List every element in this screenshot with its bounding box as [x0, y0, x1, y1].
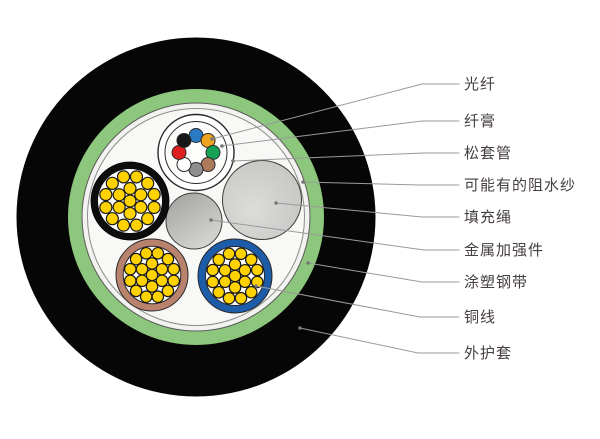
strength-member-circle — [165, 192, 223, 250]
copper-wires-dot — [112, 188, 126, 202]
leader-endpoint-dot — [209, 218, 213, 222]
leader-endpoint-dot — [301, 180, 305, 184]
copper-wires-dot — [123, 181, 137, 196]
copper-wires — [99, 170, 161, 232]
copper-wires — [123, 246, 181, 304]
copper-wires-dot — [244, 253, 258, 267]
copper-wires-dot — [151, 246, 165, 260]
copper-wires-dot — [129, 170, 144, 184]
copper-wires-dot — [141, 176, 155, 190]
copper-wires-dot — [145, 280, 159, 293]
leader-endpoint-dot — [231, 159, 235, 163]
copper-wires-dot — [238, 275, 252, 289]
label-water-blocking-yarn: 可能有的阻水纱 — [464, 177, 576, 194]
copper-wires-dot — [151, 290, 165, 304]
leader-endpoint-dot — [220, 144, 224, 148]
label-loose-tube: 松套管 — [464, 145, 512, 162]
copper-wires-dot — [116, 218, 131, 232]
filler-rope-circle — [222, 160, 302, 240]
copper-wires-dot — [228, 258, 242, 271]
copper-bundle-brown — [115, 238, 189, 312]
copper-wires-dot — [135, 274, 149, 288]
leader-endpoint-dot — [298, 326, 302, 330]
leader-fiber-gel — [221, 120, 460, 147]
copper-wires-dot — [141, 212, 155, 226]
copper-wires-dot — [139, 290, 153, 304]
copper-wires-dot — [135, 262, 149, 276]
optical-fibers-dot — [176, 132, 192, 148]
copper-wires-dot — [238, 263, 252, 277]
leader-endpoint-dot — [254, 284, 258, 288]
copper-wires-dot — [206, 275, 220, 289]
optical-fibers — [171, 128, 221, 177]
copper-wires-dot — [228, 281, 242, 294]
label-steel-tape: 涂塑钢带 — [464, 274, 528, 291]
copper-bundle-black — [90, 161, 170, 241]
copper-wires-dot — [129, 218, 144, 232]
copper-wires-dot — [155, 262, 169, 276]
copper-wires-dot — [250, 263, 264, 277]
leader-steel-tape — [307, 262, 460, 283]
leader-outer-sheath — [299, 327, 460, 354]
copper-wires-dot — [123, 206, 137, 221]
leader-endpoint-dot — [210, 137, 214, 141]
copper-wires-dot — [129, 252, 143, 266]
copper-wires-dot — [105, 212, 119, 226]
leader-water-blocking-yarn — [302, 181, 460, 186]
label-copper-wire: 铜线 — [464, 309, 496, 326]
copper-wires-dot — [161, 252, 175, 266]
copper-wires-dot — [234, 247, 248, 261]
copper-wires-dot — [218, 275, 232, 289]
leader-endpoint-dot — [274, 201, 278, 205]
copper-wires-dot — [147, 200, 161, 215]
copper-wires-dot — [212, 253, 226, 267]
copper-wires-dot — [145, 257, 159, 270]
copper-wires-dot — [134, 188, 148, 202]
copper-wires — [206, 247, 264, 305]
leader-lines — [209, 83, 460, 354]
copper-wires-dot — [167, 262, 181, 276]
copper-wires-dot — [112, 200, 126, 214]
loose-tube-unit — [157, 113, 235, 192]
copper-wires-dot — [123, 274, 137, 288]
copper-wires-dot — [222, 247, 236, 261]
copper-wires-dot — [139, 246, 153, 260]
copper-wires-dot — [123, 262, 137, 276]
leader-copper-wire — [255, 285, 460, 318]
copper-wires-dot — [105, 176, 119, 190]
leader-optical-fiber — [211, 83, 460, 140]
copper-wires-dot — [222, 291, 236, 305]
copper-wires-dot — [134, 200, 148, 214]
copper-wires-dot — [116, 170, 131, 184]
copper-wires-dot — [206, 263, 220, 277]
leader-endpoint-dot — [306, 261, 310, 265]
copper-wires-dot — [147, 187, 161, 202]
copper-wires-dot — [234, 291, 248, 305]
label-fiber-gel: 纤膏 — [464, 113, 496, 130]
leader-filler-rope — [275, 202, 460, 218]
copper-wires-dot — [244, 285, 258, 299]
copper-wires-dot — [161, 284, 175, 298]
label-outer-sheath: 外护套 — [464, 345, 512, 362]
copper-wires-dot — [99, 200, 113, 215]
label-filler-rope: 填充绳 — [464, 209, 512, 226]
copper-wires-dot — [212, 285, 226, 299]
copper-wires-dot — [167, 274, 181, 288]
leader-loose-tube — [232, 152, 460, 162]
labels: 光纤 纤膏 松套管 可能有的阻水纱 填充绳 金属加强件 涂塑钢带 铜线 外护套 — [464, 76, 576, 362]
copper-wires-dot — [99, 187, 113, 202]
copper-wires-dot — [123, 194, 137, 208]
copper-wires-dot — [218, 263, 232, 277]
leader-strength-member — [210, 219, 460, 251]
copper-bundle-blue — [197, 238, 273, 314]
copper-wires-dot — [250, 275, 264, 289]
copper-wires-dot — [129, 284, 143, 298]
label-optical-fiber: 光纤 — [464, 76, 496, 93]
label-strength-member: 金属加强件 — [464, 242, 544, 259]
